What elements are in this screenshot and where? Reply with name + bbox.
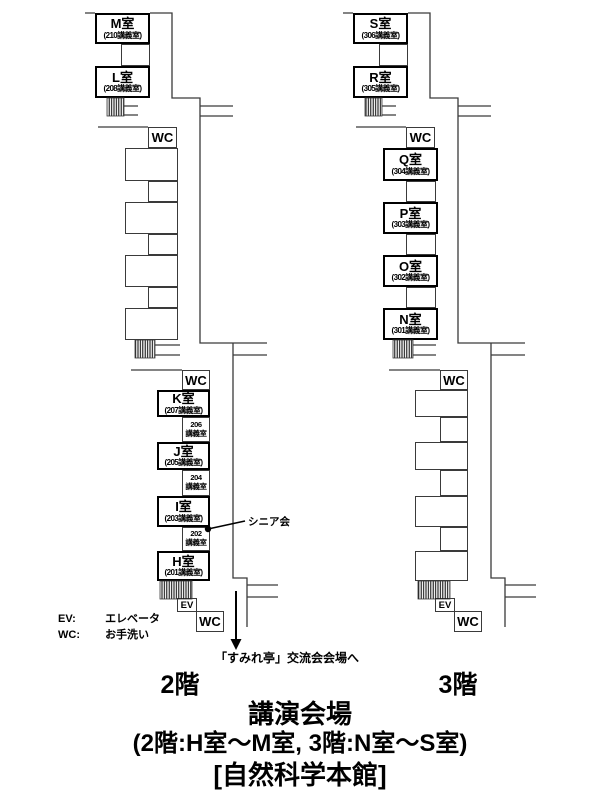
room-j: J室 (205講義室) xyxy=(157,442,210,470)
room-j-name: J室 xyxy=(173,443,194,459)
room-unlabeled-3f-1 xyxy=(415,390,468,417)
stairs-3f-bottom xyxy=(417,580,451,600)
building-name: [自然科学本館] xyxy=(213,760,387,790)
room-k-sub: (207講義室) xyxy=(164,405,203,415)
room-r: R室 (305講義室) xyxy=(353,66,408,98)
room-m-sub: (210講義室) xyxy=(103,30,142,40)
legend-ev-value: エレベータ xyxy=(105,613,161,625)
venue-title: 講演会場 xyxy=(247,699,352,729)
room-small-2f-1 xyxy=(148,181,178,202)
room-unlabeled-2f-1 xyxy=(125,148,178,181)
room-q-sub: (304講義室) xyxy=(391,166,430,176)
connector-room-3f-top xyxy=(379,44,408,66)
room-small-3f-2 xyxy=(406,234,436,255)
room-small-3f-6 xyxy=(440,527,468,551)
room-204-label: 講義室 xyxy=(185,482,207,491)
annotation-leader-line xyxy=(204,520,246,533)
room-s: S室 (306講義室) xyxy=(353,13,408,44)
room-o-sub: (302講義室) xyxy=(391,273,430,283)
room-k-name: K室 xyxy=(172,391,195,407)
room-small-3f-5 xyxy=(440,470,468,496)
stairs-3f-top xyxy=(364,97,383,117)
room-l-name: L室 xyxy=(112,69,133,85)
room-i: I室 (203講義室) xyxy=(157,496,210,527)
room-q-name: Q室 xyxy=(398,152,423,168)
room-o-name: O室 xyxy=(398,258,423,274)
room-h-name: H室 xyxy=(172,553,195,569)
stairs-3f-mid xyxy=(392,339,414,359)
legend-wc-value: お手洗い xyxy=(105,628,150,641)
legend-wc-row: WC: お手洗い xyxy=(58,628,160,644)
room-m: M室 (210講義室) xyxy=(95,13,150,44)
room-206-label: 講義室 xyxy=(185,428,207,438)
room-q: Q室 (304講義室) xyxy=(383,148,438,181)
stairs-2f-bottom xyxy=(159,580,193,600)
room-l-sub: (208講義室) xyxy=(103,84,142,94)
wc-box-3f-bottom: WC xyxy=(454,611,482,632)
room-202: 202 講義室 xyxy=(182,527,210,551)
room-k: K室 (207講義室) xyxy=(157,390,210,417)
room-unlabeled-2f-4 xyxy=(125,308,178,340)
room-p-sub: (303講義室) xyxy=(391,220,430,230)
room-unlabeled-3f-2 xyxy=(415,442,468,470)
legend-ev-key: EV: xyxy=(58,613,76,625)
room-l: L室 (208講義室) xyxy=(95,66,150,98)
room-p: P室 (303講義室) xyxy=(383,202,438,234)
room-m-name: M室 xyxy=(110,16,135,32)
room-unlabeled-3f-3 xyxy=(415,496,468,527)
room-h-sub: (201講義室) xyxy=(164,568,203,578)
wc-box-3f-upper: WC xyxy=(406,127,435,148)
room-h: H室 (201講義室) xyxy=(157,551,210,581)
room-s-name: S室 xyxy=(369,16,392,32)
room-unlabeled-2f-3 xyxy=(125,255,178,287)
room-p-name: P室 xyxy=(399,205,422,221)
room-s-sub: (306講義室) xyxy=(361,30,400,40)
legend: EV: エレベータ WC: お手洗い xyxy=(58,612,160,644)
wc-box-3f-lower: WC xyxy=(440,370,468,390)
room-small-2f-2 xyxy=(148,234,178,255)
sumire-tei-exit-note: 「すみれ亭」交流会会場へ xyxy=(215,651,360,665)
venue-room-range: (2階:H室〜M室, 3階:N室〜S室) xyxy=(132,730,468,757)
room-r-name: R室 xyxy=(369,69,392,85)
legend-ev-row: EV: エレベータ xyxy=(58,612,160,628)
stairs-2f-mid xyxy=(134,339,156,359)
room-n: N室 (301講義室) xyxy=(383,308,438,340)
floor2-label: 2階 xyxy=(160,671,200,699)
room-n-sub: (301講義室) xyxy=(391,326,430,336)
room-unlabeled-2f-2 xyxy=(125,202,178,234)
room-204: 204 講義室 xyxy=(182,470,210,496)
elevator-box-2f: EV xyxy=(177,598,197,612)
room-small-3f-4 xyxy=(440,417,468,442)
room-206: 206 講義室 xyxy=(182,417,210,442)
room-small-3f-1 xyxy=(406,181,436,202)
room-i-sub: (203講義室) xyxy=(164,513,203,523)
wc-box-2f-bottom: WC xyxy=(196,611,224,632)
floor3-label: 3階 xyxy=(438,671,478,699)
elevator-box-3f: EV xyxy=(435,598,455,612)
stairs-2f-top xyxy=(106,97,125,117)
senior-group-annotation: シニア会 xyxy=(248,516,290,528)
room-i-name: I室 xyxy=(175,499,192,515)
room-202-label: 講義室 xyxy=(185,538,207,547)
room-unlabeled-3f-4 xyxy=(415,551,468,581)
wc-box-2f-upper: WC xyxy=(148,127,177,148)
room-r-sub: (305講義室) xyxy=(361,84,400,94)
legend-wc-key: WC: xyxy=(58,628,80,641)
room-small-2f-3 xyxy=(148,287,178,308)
sumire-tei-arrow xyxy=(230,591,242,650)
connector-room-2f-top xyxy=(121,44,150,66)
wc-box-2f-lower: WC xyxy=(182,370,210,390)
room-small-3f-3 xyxy=(406,287,436,308)
room-n-name: N室 xyxy=(399,311,422,327)
room-o: O室 (302講義室) xyxy=(383,255,438,287)
room-j-sub: (205講義室) xyxy=(164,458,203,468)
